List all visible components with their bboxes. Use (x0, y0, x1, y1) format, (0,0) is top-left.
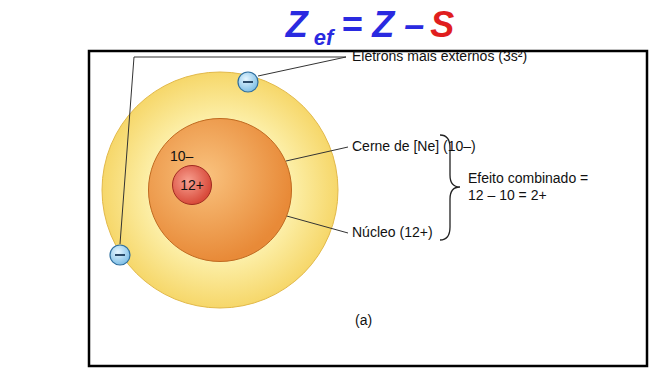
electron-symbol (110, 245, 130, 265)
callout-label: Cerne de [Ne] (10–) (352, 138, 476, 155)
outer-shell (102, 72, 338, 308)
formula-shielding: S (430, 4, 454, 45)
formula-subscript: ef (314, 25, 334, 50)
nucleus: 12+ (172, 165, 212, 205)
formula-symbol: Z (286, 4, 308, 45)
frame-border (89, 51, 647, 366)
nucleus-charge: 12+ (180, 177, 204, 193)
callout-label: Núcleo (12+) (352, 224, 433, 241)
core-shell: 10– 12+ (148, 118, 292, 262)
electron-symbol (238, 72, 258, 92)
formula-symbol: = Z – (341, 4, 424, 45)
core-shell-outline (148, 118, 292, 262)
effect-note: Efeito combinado = 12 – 10 = 2+ (468, 170, 600, 204)
figure-tag: (a) (355, 312, 372, 329)
callout-label: Elétrons mais externos (3s²) (352, 48, 527, 65)
core-charge: 10– (170, 148, 193, 164)
